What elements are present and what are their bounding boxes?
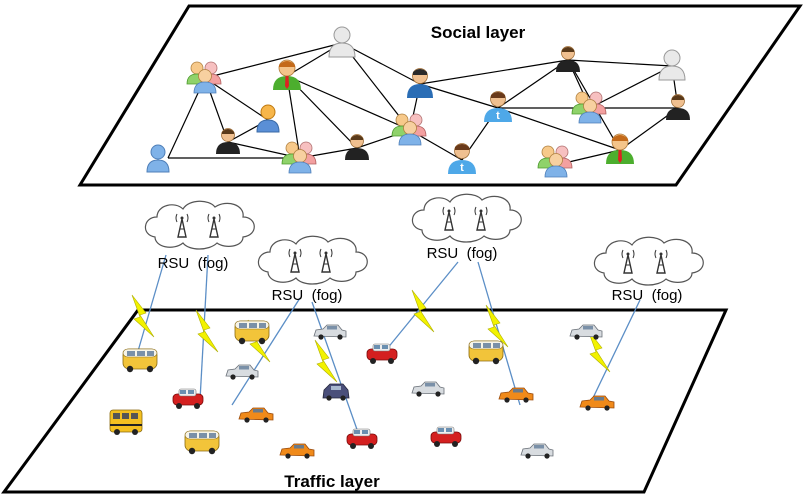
fog-nodes: RSU (fog) RSU (fog) RSU (fog) RSU (fog) <box>144 193 704 304</box>
cloud-icon <box>593 236 704 286</box>
traffic-layer: Traffic layer <box>1 254 729 494</box>
fog-node-2: RSU (fog) <box>257 235 368 304</box>
traffic-layer-plane <box>1 308 729 494</box>
van-icon <box>184 430 220 455</box>
van-icon <box>234 320 270 345</box>
social-layer: Social layer <box>77 4 803 187</box>
van-icon <box>468 340 504 365</box>
rsu-fog-label: RSU (fog) <box>272 287 343 304</box>
cloud-icon <box>411 193 522 243</box>
fog-node-1: RSU (fog) <box>144 200 255 272</box>
fog-node-4: RSU (fog) <box>593 236 704 304</box>
cloud-icon <box>257 235 368 285</box>
van-icon <box>122 348 158 373</box>
traffic-layer-title: Traffic layer <box>284 472 380 491</box>
social-layer-title: Social layer <box>431 23 526 42</box>
rsu-fog-label: RSU (fog) <box>612 287 683 304</box>
rsu-fog-label: RSU (fog) <box>427 245 498 262</box>
bus-icon <box>109 409 143 436</box>
cloud-icon <box>144 200 255 250</box>
rsu-fog-label: RSU (fog) <box>158 255 229 272</box>
fog-node-3: RSU (fog) <box>411 193 522 262</box>
